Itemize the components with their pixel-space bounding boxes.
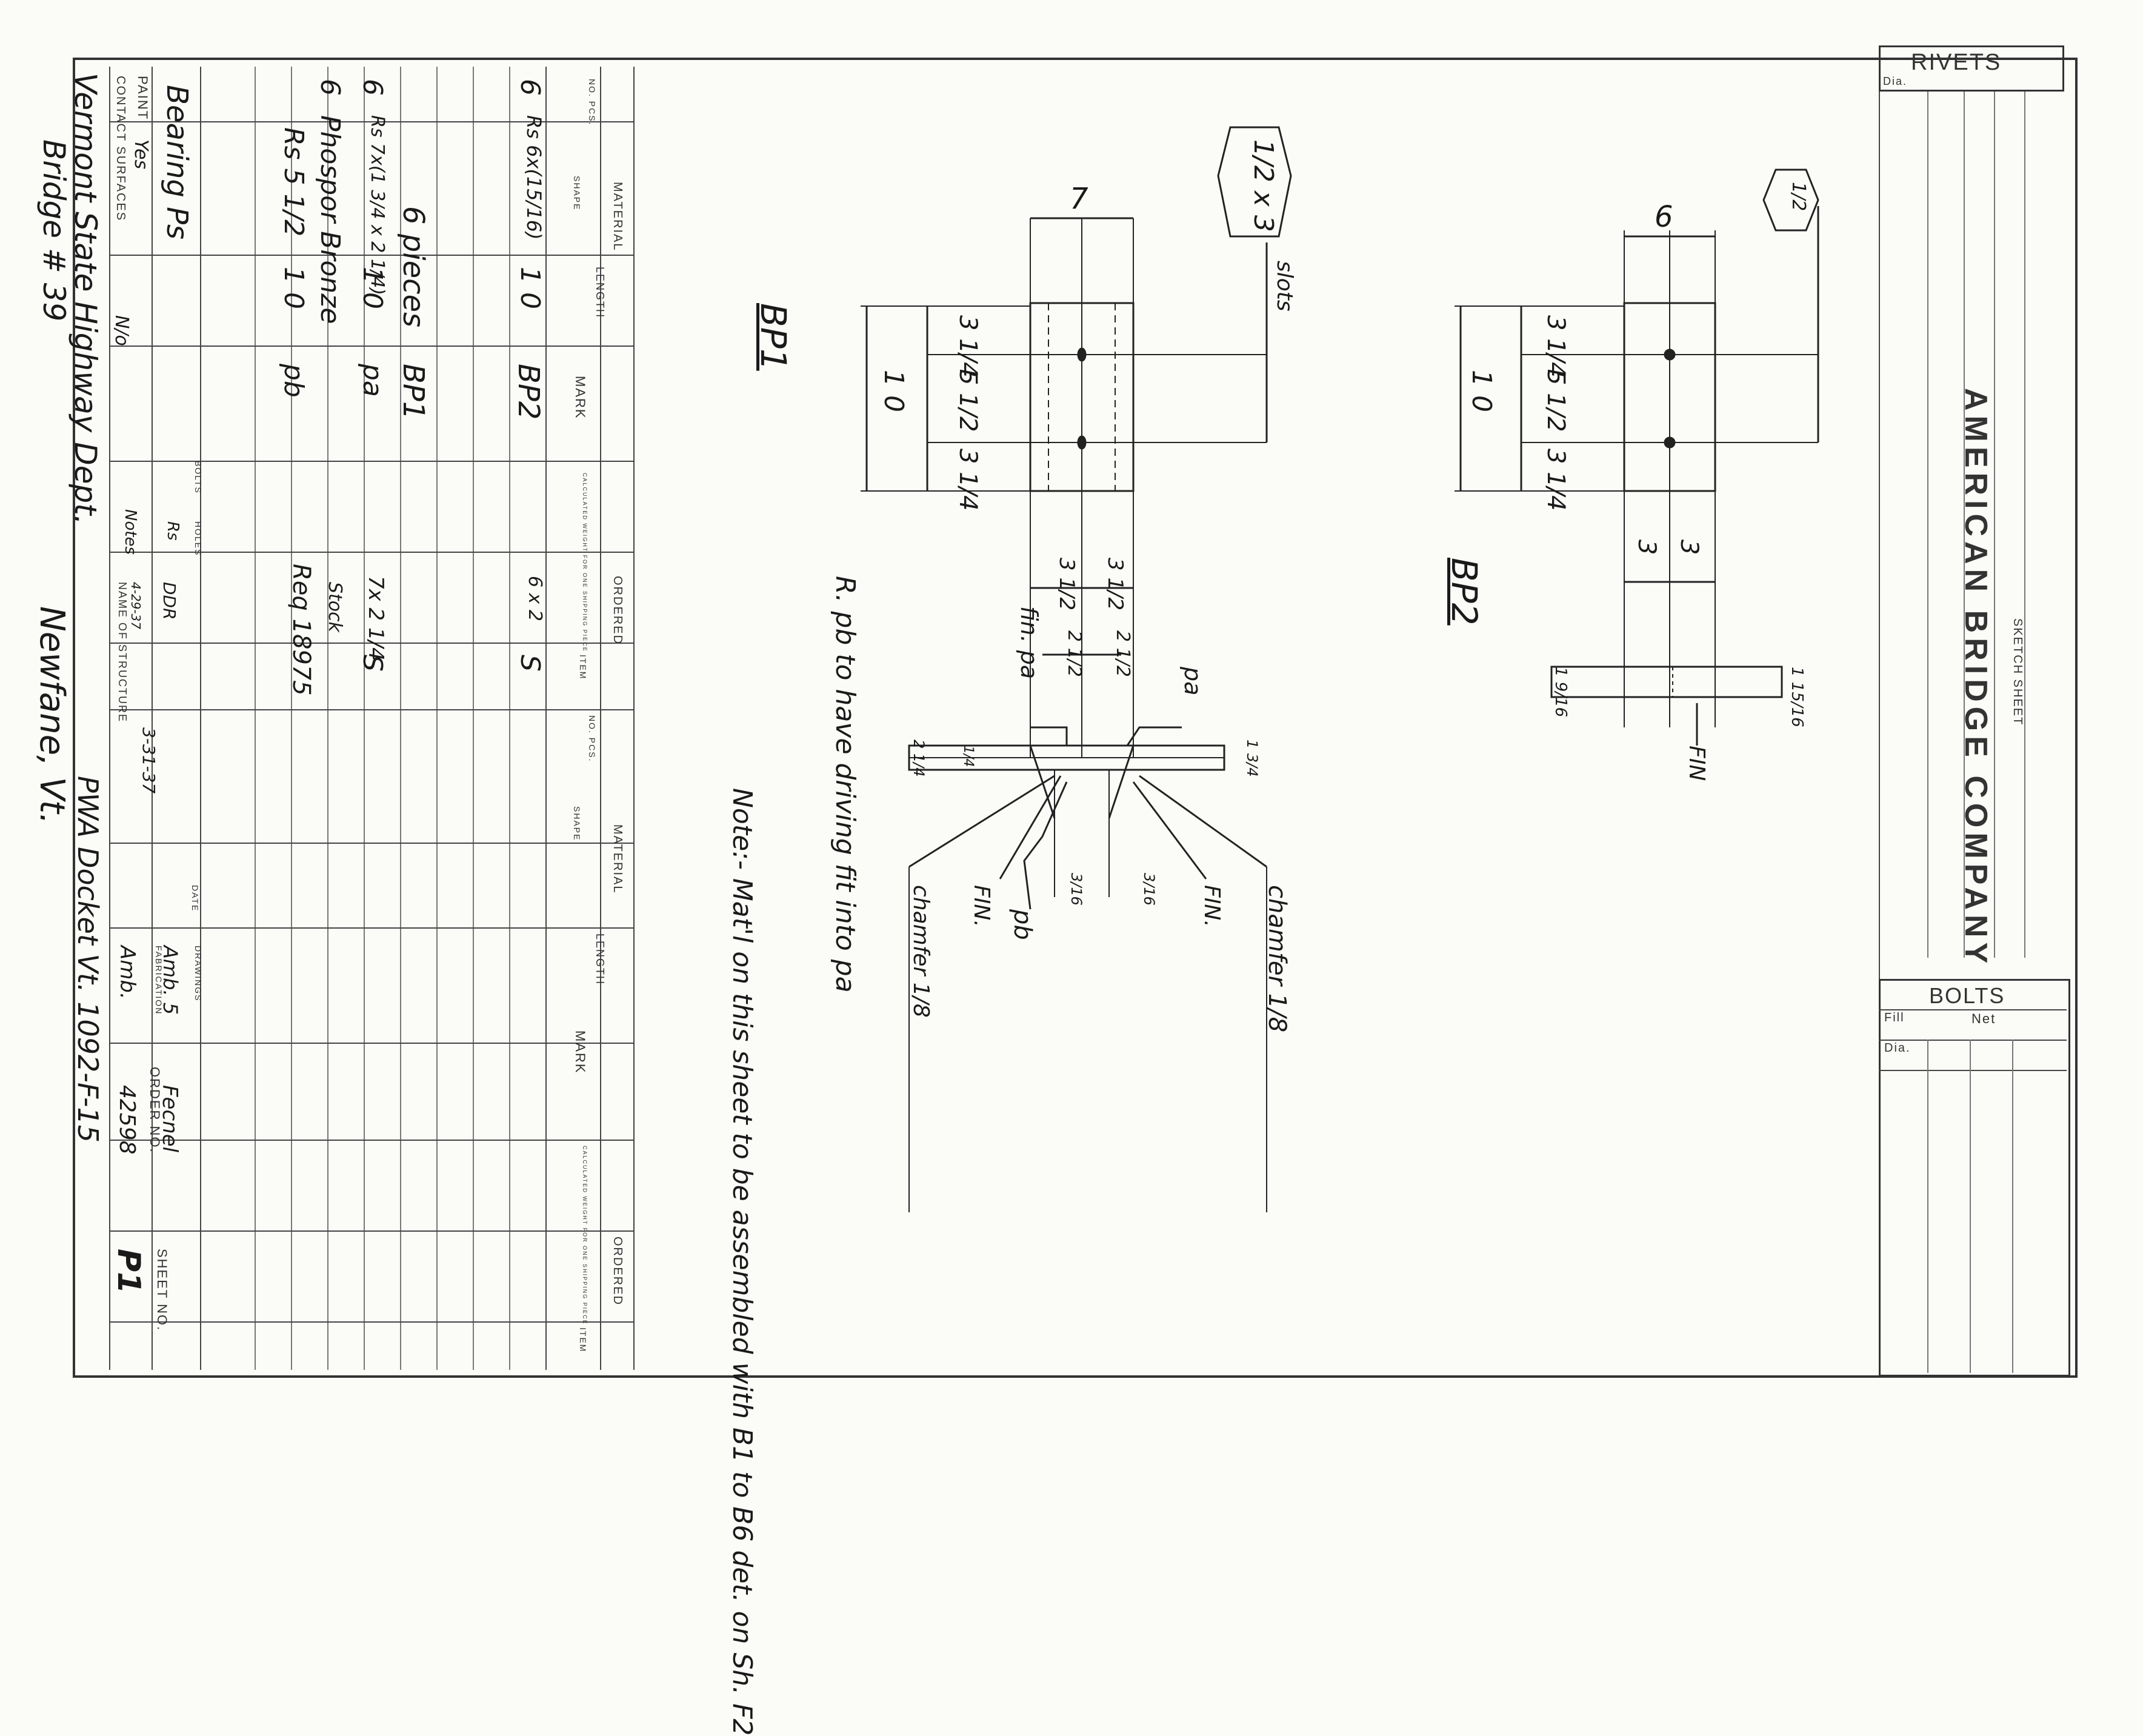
bp2-dim-mid: 5 1/2 (1542, 370, 1570, 432)
bp1-overall: 1 0 (878, 370, 909, 412)
bp1-dim-bot: 3 1/4 (954, 449, 982, 511)
company-strip-inner-2 (1964, 91, 1965, 958)
company-strip-inner-3 (1994, 91, 1995, 958)
company-strip-inner (1927, 91, 1928, 958)
bolts-box: BOLTS Fill Net Dia. (1879, 979, 2070, 1377)
rivets-dia-label: Dia. (1883, 75, 1908, 87)
chamfer-left: chamfer 1/8 (908, 885, 933, 1018)
tb-sep-3 (109, 346, 633, 347)
bp2-half-left: 3 (1633, 539, 1661, 555)
drawing-frame (73, 58, 2078, 1378)
tb-col-8 (436, 67, 438, 1370)
bolts-rule-1 (1879, 1009, 2067, 1010)
slot-callout-hex (1217, 126, 1292, 238)
bp2-width: 6 (1655, 200, 1673, 234)
tb-sep-6 (109, 643, 633, 644)
rivets-box: RIVETS Dia. (1879, 45, 2064, 92)
bp2-dim-top: 3 1/4 (1542, 315, 1570, 378)
bolts-net-label: Net (1971, 1011, 1996, 1026)
pb-label: pb (1008, 909, 1036, 940)
bolts-rule-2 (1879, 1040, 2067, 1041)
tb-col-3 (255, 67, 256, 1370)
tb-col-9 (473, 67, 474, 1370)
slots-label: slots (1272, 261, 1297, 312)
bolts-col-2 (1970, 1040, 1971, 1373)
tb-sep-9 (109, 927, 633, 929)
tb-sep-11 (109, 1140, 633, 1141)
note-pb: R. pb to have driving fit into pa (830, 576, 861, 993)
bp1-width: 7 (1070, 182, 1088, 216)
dim-3-16-left: 3/16 (1068, 873, 1085, 906)
bolts-title: BOLTS (1929, 983, 2005, 1008)
tb-sep-12 (109, 1230, 633, 1232)
bp2-dim-bot: 3 1/4 (1542, 449, 1570, 511)
tb-sep-7 (109, 709, 633, 710)
bp2-label: BP2 (1444, 558, 1485, 626)
bp2-fin-label: FIN (1684, 746, 1709, 781)
tb-col-12 (600, 67, 601, 1370)
tb-sep-1 (109, 121, 633, 122)
bp1-quarter-left: 2 1/2 (1064, 630, 1085, 677)
bp1-quarter-right: 2 1/2 (1112, 630, 1133, 677)
chamfer-right: chamfer 1/8 (1263, 885, 1291, 1033)
tb-sep-10 (109, 1043, 633, 1044)
bp2-half-right: 3 (1675, 539, 1703, 555)
tb-col-4 (291, 67, 292, 1370)
bp1-dim-top: 3 1/4 (954, 315, 982, 378)
dim-3-16-right: 3/16 (1141, 873, 1158, 906)
detail-drawing (861, 126, 1819, 1212)
slot-note: 1/2 x 3 (1248, 139, 1279, 232)
bp2-thick-right: 1 15/16 (1788, 667, 1806, 727)
bolts-col-1 (1927, 1040, 1928, 1373)
hole-callout-diamond (1762, 169, 1819, 232)
bp1-half-right: 3 1/2 (1103, 558, 1127, 611)
bolts-col-3 (2012, 1040, 2013, 1373)
tb-sep-2 (109, 255, 633, 256)
company-strip-inner-4 (2024, 91, 2025, 958)
fin-pa-label: fin. pa (1016, 606, 1042, 679)
tb-col-11 (545, 67, 547, 1370)
tb-col-7 (400, 67, 401, 1370)
hole-note: 1/2 (1788, 182, 1809, 212)
note-main: Note:- Mat'l on this sheet to be assembl… (727, 788, 758, 1736)
tb-col-13 (633, 67, 635, 1370)
bp1-label: BP1 (753, 303, 794, 371)
bp2-thick-left: 1 9/16 (1551, 667, 1570, 718)
tb-col-10 (509, 67, 510, 1370)
pa-label: pa (1179, 667, 1206, 696)
fin-right: FIN. (1199, 885, 1224, 927)
tb-col-6 (364, 67, 365, 1370)
rivets-title: RIVETS (1911, 50, 2002, 75)
bolts-dia-label: Dia. (1884, 1041, 1911, 1055)
bp2-overall: 1 0 (1466, 370, 1497, 412)
dim-1-3-4: 1 3/4 (1244, 739, 1261, 777)
bolts-rule-3 (1879, 1070, 2067, 1071)
tb-sep-13 (109, 1321, 633, 1323)
dim-1-4: 1/4 (961, 746, 976, 767)
bp1-dim-mid: 5 1/2 (954, 370, 982, 432)
company-strip-divider (1879, 45, 1880, 1373)
bp1-half-left: 3 1/2 (1055, 558, 1079, 611)
dim-2-1-4: 2 1/4 (910, 739, 927, 777)
tb-sep-4 (109, 461, 633, 462)
tb-col-1 (152, 67, 153, 1370)
tb-sep-8 (109, 843, 633, 844)
tb-col-5 (327, 67, 328, 1370)
bp2-section (1550, 666, 1783, 698)
tb-col-2 (200, 67, 201, 1370)
tb-sep-5 (109, 552, 633, 553)
fin-left: FIN. (969, 885, 994, 927)
tb-col-0 (109, 67, 110, 1370)
bolts-fill-label: Fill (1884, 1011, 1905, 1024)
